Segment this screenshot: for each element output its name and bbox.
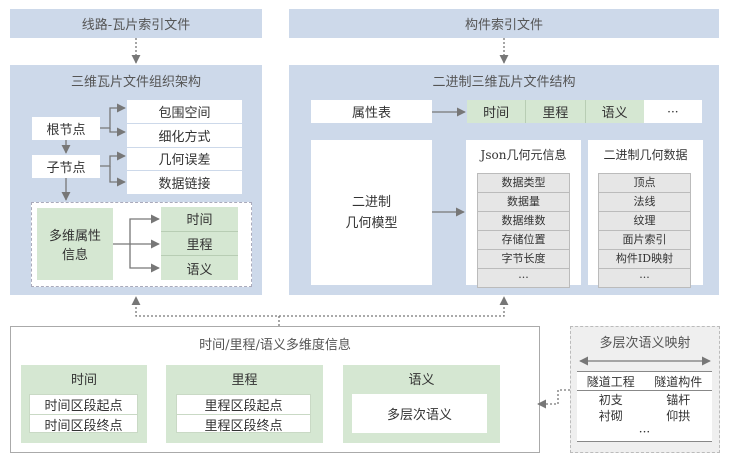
- node-property: 几何误差: [127, 148, 242, 172]
- json-geometry-meta-list: 数据类型 数据量 数据维数 存储位置 字节长度 ···: [477, 173, 570, 288]
- json-meta-item: 存储位置: [478, 231, 569, 250]
- semantic-mapping-table: 隧道工程 隧道构件 初支 锚杆 衬砌 仰拱 ···: [577, 371, 712, 442]
- multi-attribute-label-line1: 多维属性: [48, 229, 101, 244]
- bottom-to-panels-connector: [279, 296, 509, 317]
- json-meta-item: 数据量: [478, 193, 569, 212]
- semantic-mapping-row: 衬砌 仰拱: [577, 407, 712, 423]
- semantic-mapping-header: 隧道构件: [654, 374, 703, 389]
- attribute-field: 时间: [467, 100, 527, 123]
- json-meta-item: 数据类型: [478, 174, 569, 193]
- node-property: 细化方式: [127, 124, 242, 148]
- time-item: 时间区段终点: [44, 419, 123, 434]
- time-item: 时间区段起点: [30, 395, 137, 415]
- semantic-mapping-title: 多层次语义映射: [599, 335, 691, 351]
- node-property: 数据链接: [158, 177, 211, 193]
- attribute-field-more: ···: [643, 100, 702, 123]
- json-meta-item: ···: [478, 269, 569, 287]
- semantic-mapping-cell: 锚杆: [666, 392, 691, 407]
- binary-geometry-data-list: 顶点 法线 纹理 面片索引 构件ID映射 ···: [598, 173, 691, 288]
- json-meta-item: 字节长度: [478, 250, 569, 269]
- binary-geometry-model-line1: 二进制: [351, 194, 391, 210]
- root-node: 根节点: [32, 117, 100, 140]
- binary-geometry-model-line2: 几何模型: [345, 215, 398, 231]
- attribute-field: 语义: [585, 100, 644, 123]
- semantic-mapping-cell: 仰拱: [666, 408, 691, 423]
- multi-attribute-item: 时间: [161, 207, 238, 232]
- attribute-field: 里程: [526, 100, 586, 123]
- mileage-item: 里程区段起点: [177, 395, 310, 415]
- multi-dimension-info-title: 时间/里程/语义多维度信息: [199, 337, 351, 353]
- multi-attribute-item: 里程: [161, 231, 238, 257]
- mileage-item: 里程区段终点: [204, 419, 283, 434]
- binary-geometry-item: 法线: [599, 193, 690, 212]
- multi-attribute-label-line2: 信息: [61, 248, 88, 263]
- semantic-mapping-cell: 衬砌: [598, 408, 623, 423]
- semantic-mapping-ellipsis: ···: [638, 425, 651, 439]
- semantic-mapping-cell: 初支: [598, 392, 623, 407]
- json-meta-item: 数据维数: [478, 212, 569, 231]
- binary-3d-tile-structure-title: 二进制三维瓦片文件结构: [432, 74, 576, 90]
- binary-geometry-data-title: 二进制几何数据: [603, 147, 688, 162]
- 3d-tile-organization-title: 三维瓦片文件组织架构: [70, 74, 201, 90]
- semantic-mapping-header: 隧道工程: [586, 374, 635, 389]
- binary-geometry-item: 构件ID映射: [599, 250, 690, 269]
- binary-geometry-item: ···: [599, 269, 690, 287]
- semantic-mapping-header-row: 隧道工程 隧道构件: [577, 372, 712, 391]
- node-property: 包围空间: [127, 100, 242, 124]
- semantic-panel-title: 语义: [408, 372, 435, 388]
- binary-geometry-item: 纹理: [599, 212, 690, 231]
- binary-geometry-item: 面片索引: [599, 231, 690, 250]
- multi-level-semantic: 多层次语义: [352, 394, 487, 433]
- component-index-file-header: 构件索引文件: [289, 9, 719, 38]
- binary-geometry-item: 顶点: [599, 174, 690, 193]
- semantic-mapping-connector: [537, 389, 570, 409]
- attribute-table: 属性表: [311, 100, 432, 123]
- tile-index-file-header: 线路-瓦片索引文件: [10, 9, 262, 38]
- time-items: 时间区段起点 时间区段终点: [29, 394, 138, 434]
- multi-attribute-items: 时间 里程 语义: [161, 207, 238, 281]
- time-panel-title: 时间: [70, 372, 97, 388]
- multi-attribute-item: 语义: [161, 256, 238, 281]
- json-geometry-meta-title: Json几何元信息: [480, 147, 567, 162]
- binary-geometry-model: 二进制 几何模型: [311, 140, 432, 285]
- semantic-mapping-row: 初支 锚杆: [577, 391, 712, 407]
- bottom-to-panels-connector: [131, 296, 280, 326]
- mileage-items: 里程区段起点 里程区段终点: [176, 394, 311, 434]
- multi-attribute-info: 多维属性 信息: [37, 208, 113, 280]
- node-properties-list: 包围空间 细化方式 几何误差 数据链接: [127, 100, 242, 194]
- child-node: 子节点: [32, 155, 100, 178]
- attribute-fields-row: 时间 里程 语义 ···: [467, 100, 702, 123]
- mileage-panel-title: 里程: [231, 372, 258, 388]
